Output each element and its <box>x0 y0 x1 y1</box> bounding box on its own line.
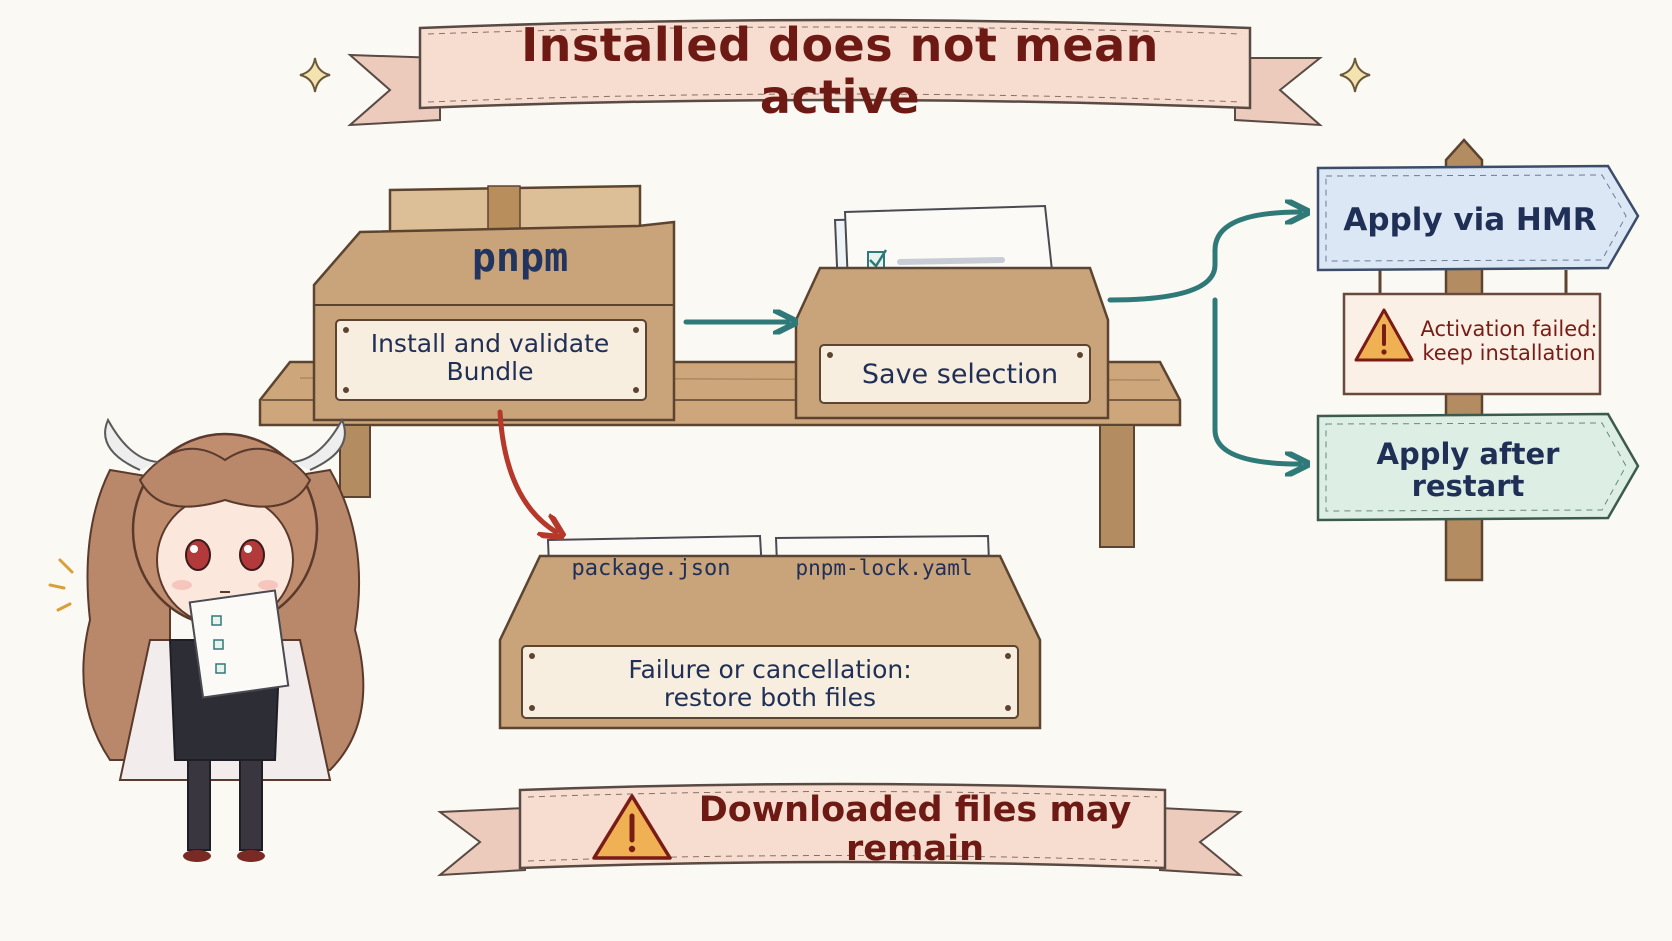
warning-banner-label: Downloaded files may remain <box>698 789 1132 869</box>
apply-via-hmr-label: Apply via HMR <box>1343 201 1597 238</box>
title-banner <box>347 18 1323 127</box>
activation-failed-label: Activation failed: keep installation <box>1420 317 1598 365</box>
save-crate <box>794 204 1110 420</box>
install-step-label: Install and validate Bundle <box>370 329 610 386</box>
install-crate <box>312 184 676 422</box>
sparkle-icon <box>1339 57 1371 93</box>
warning-icon <box>1354 308 1414 362</box>
sign-activation-failed <box>1342 270 1602 396</box>
restore-step-label: Failure or cancellation: restore both fi… <box>628 655 912 712</box>
save-step-label: Save selection <box>861 358 1059 390</box>
sign-apply-after-restart <box>1316 412 1640 522</box>
diagram-title: Installed does not mean active <box>521 18 1159 124</box>
apply-after-restart-label: Apply after restart <box>1376 436 1560 503</box>
pnpm-package-label: pnpm <box>471 234 569 281</box>
restore-crate <box>498 534 1042 730</box>
checkbox-icon <box>867 249 888 269</box>
arrow-install-to-restore <box>497 409 556 532</box>
sparkle-icon <box>299 57 331 93</box>
file-label-pnpm-lock: pnpm-lock.yaml <box>795 556 973 581</box>
arrow-branch <box>1107 212 1300 303</box>
checkbox-icon <box>213 639 224 650</box>
file-label-package-json: package.json <box>571 555 731 581</box>
sign-apply-via-hmr <box>1316 164 1640 272</box>
checkbox-icon <box>211 615 222 626</box>
checkbox-icon <box>215 663 226 674</box>
warning-banner <box>437 782 1244 877</box>
mascot-character <box>48 417 365 862</box>
warning-icon <box>592 794 672 860</box>
arrow-branch-restart <box>1212 297 1300 464</box>
